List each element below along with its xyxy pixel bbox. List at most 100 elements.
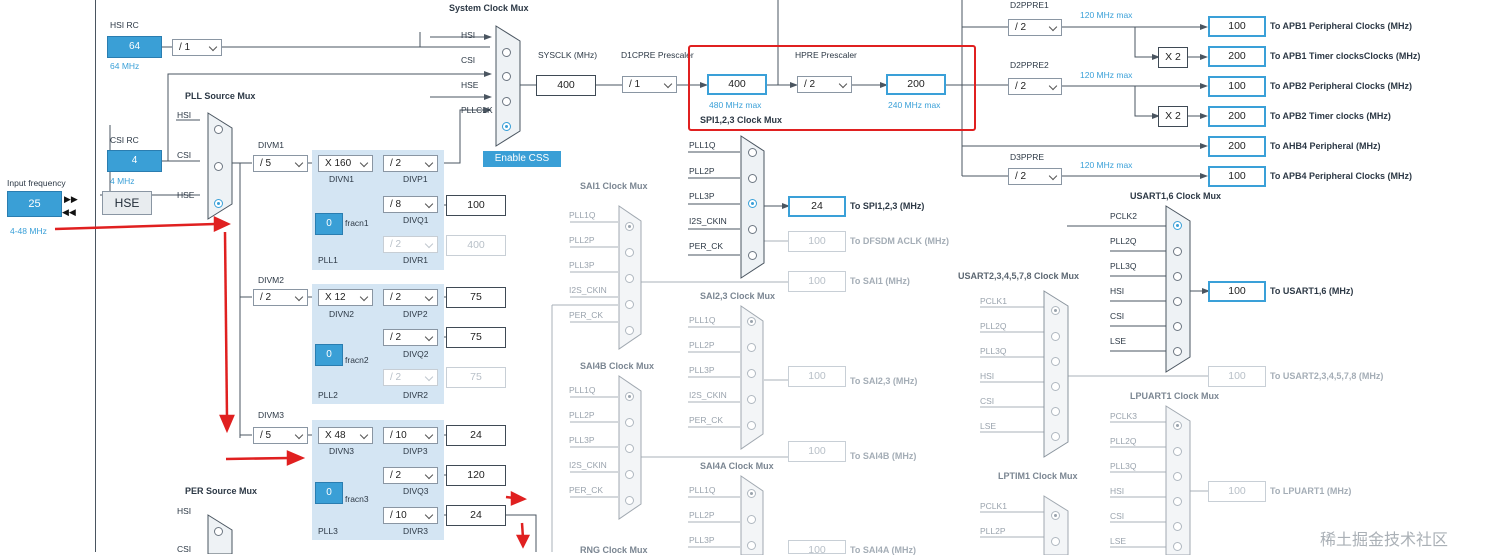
input-frequency-value[interactable]: 25 bbox=[7, 191, 62, 217]
csi-rc-label: CSI RC bbox=[110, 135, 139, 145]
sai23-mux-radio-0[interactable] bbox=[747, 317, 756, 326]
divm2-select[interactable]: / 2 bbox=[253, 289, 308, 306]
sai4a-mux-radio-1[interactable] bbox=[747, 515, 756, 524]
apb1-periph-label: To APB1 Peripheral Clocks (MHz) bbox=[1270, 21, 1413, 31]
csi-rc-value[interactable]: 4 bbox=[107, 150, 162, 172]
d2ppre2-label: D2PPRE2 bbox=[1010, 60, 1049, 70]
sai4b-mux-radio-3[interactable] bbox=[625, 470, 634, 479]
divq3-select[interactable]: / 2 bbox=[383, 467, 438, 484]
divp3-select[interactable]: / 10 bbox=[383, 427, 438, 444]
divr1-select[interactable]: / 2 bbox=[383, 236, 438, 253]
sai1-mux-radio-0[interactable] bbox=[625, 222, 634, 231]
lpuart-mux-item-1: PLL2Q bbox=[1110, 436, 1137, 446]
usart16-mux-radio-4[interactable] bbox=[1173, 322, 1182, 331]
usart16-mux-radio-3[interactable] bbox=[1173, 297, 1182, 306]
sai1-mux-radio-2[interactable] bbox=[625, 274, 634, 283]
pll-mux-csi-radio[interactable] bbox=[214, 162, 223, 171]
usart2-mux-radio-4[interactable] bbox=[1051, 407, 1060, 416]
pll1-name: PLL1 bbox=[318, 255, 338, 265]
highlight-frame bbox=[688, 45, 976, 131]
d1cpre-select[interactable]: / 1 bbox=[622, 76, 677, 93]
usart2-mux-radio-5[interactable] bbox=[1051, 432, 1060, 441]
spi-mux-radio-3[interactable] bbox=[748, 225, 757, 234]
divr3-select[interactable]: / 10 bbox=[383, 507, 438, 524]
sai1-mux-radio-3[interactable] bbox=[625, 300, 634, 309]
enable-css-button[interactable]: Enable CSS bbox=[483, 151, 561, 167]
usart16-mux-radio-0[interactable] bbox=[1173, 221, 1182, 230]
divm1-select[interactable]: / 5 bbox=[253, 155, 308, 172]
divn2-select[interactable]: X 12 bbox=[318, 289, 373, 306]
lpuart-mux-radio-0[interactable] bbox=[1173, 421, 1182, 430]
fracn2-value[interactable]: 0 bbox=[315, 344, 343, 366]
apb1-timer-label: To APB1 Timer clocksClocks (MHz) bbox=[1270, 51, 1421, 61]
lpuart-mux-radio-3[interactable] bbox=[1173, 497, 1182, 506]
usart16-mux-radio-5[interactable] bbox=[1173, 347, 1182, 356]
sai4b-mux-radio-4[interactable] bbox=[625, 496, 634, 505]
sai23-mux-item-1: PLL2P bbox=[689, 340, 715, 350]
sai4b-mux-radio-1[interactable] bbox=[625, 418, 634, 427]
lptim-mux-radio-0[interactable] bbox=[1051, 511, 1060, 520]
pll-source-mux-title: PLL Source Mux bbox=[185, 91, 256, 101]
sysmux-hsi-radio[interactable] bbox=[502, 48, 511, 57]
lpuart-mux-radio-2[interactable] bbox=[1173, 472, 1182, 481]
sai4b-mux-radio-0[interactable] bbox=[625, 392, 634, 401]
sai1-mux-radio-1[interactable] bbox=[625, 248, 634, 257]
divq2-label: DIVQ2 bbox=[403, 349, 429, 359]
divm3-select[interactable]: / 5 bbox=[253, 427, 308, 444]
divp1-select[interactable]: / 2 bbox=[383, 155, 438, 172]
sai23-mux-radio-3[interactable] bbox=[747, 395, 756, 404]
fracn3-value[interactable]: 0 bbox=[315, 482, 343, 504]
sai23-mux-radio-4[interactable] bbox=[747, 421, 756, 430]
sysmux-pllclk-radio[interactable] bbox=[502, 122, 511, 131]
per-source-mux-title: PER Source Mux bbox=[185, 486, 258, 496]
sai23-label: To SAI2,3 (MHz) bbox=[850, 376, 918, 386]
fracn1-value[interactable]: 0 bbox=[315, 213, 343, 235]
sysmux-hse-radio[interactable] bbox=[502, 97, 511, 106]
lpuart-mux-radio-5[interactable] bbox=[1173, 542, 1182, 551]
spi-mux-radio-1[interactable] bbox=[748, 174, 757, 183]
lptim-mux-item-1: PLL2P bbox=[980, 526, 1006, 536]
d2ppre1-select[interactable]: / 2 bbox=[1008, 19, 1062, 36]
hsi-rc-value[interactable]: 64 bbox=[107, 36, 162, 58]
hpre-max: 240 MHz max bbox=[888, 100, 941, 110]
divn3-select[interactable]: X 48 bbox=[318, 427, 373, 444]
per-mux-hsi-radio[interactable] bbox=[214, 527, 223, 536]
sai23-mux-radio-2[interactable] bbox=[747, 369, 756, 378]
lptim-mux-radio-1[interactable] bbox=[1051, 537, 1060, 546]
sysmux-hsi-label: HSI bbox=[461, 30, 476, 40]
divr2-select[interactable]: / 2 bbox=[383, 369, 438, 386]
usart2-mux-radio-3[interactable] bbox=[1051, 382, 1060, 391]
d3ppre-select[interactable]: / 2 bbox=[1008, 168, 1062, 185]
hse-block[interactable]: HSE bbox=[102, 191, 152, 215]
usart2-mux-radio-1[interactable] bbox=[1051, 332, 1060, 341]
sai4a-mux-radio-2[interactable] bbox=[747, 541, 756, 550]
usart2-mux-radio-2[interactable] bbox=[1051, 357, 1060, 366]
hpre-select[interactable]: / 2 bbox=[797, 76, 852, 93]
pll-mux-hsi-radio[interactable] bbox=[214, 125, 223, 134]
lpuart-mux-radio-4[interactable] bbox=[1173, 522, 1182, 531]
usart16-mux-radio-1[interactable] bbox=[1173, 247, 1182, 256]
divq1-output: 100 bbox=[446, 195, 506, 216]
sai4a-mux-radio-0[interactable] bbox=[747, 489, 756, 498]
d2ppre2-select[interactable]: / 2 bbox=[1008, 78, 1062, 95]
divq2-select[interactable]: / 2 bbox=[383, 329, 438, 346]
divp1-label: DIVP1 bbox=[403, 174, 428, 184]
sysmux-csi-radio[interactable] bbox=[502, 72, 511, 81]
hsi-divider-select[interactable]: / 1 bbox=[172, 39, 222, 56]
usart16-mux-radio-2[interactable] bbox=[1173, 272, 1182, 281]
lpuart-mux-radio-1[interactable] bbox=[1173, 447, 1182, 456]
sai1-mux-item-3: I2S_CKIN bbox=[569, 285, 607, 295]
divq1-select[interactable]: / 8 bbox=[383, 196, 438, 213]
divr1-label: DIVR1 bbox=[403, 255, 429, 265]
sai23-mux-radio-1[interactable] bbox=[747, 343, 756, 352]
spi-mux-radio-0[interactable] bbox=[748, 148, 757, 157]
divn1-select[interactable]: X 160 bbox=[318, 155, 373, 172]
spi-mux-radio-4[interactable] bbox=[748, 251, 757, 260]
usart2-mux-radio-0[interactable] bbox=[1051, 306, 1060, 315]
sai4b-mux-radio-2[interactable] bbox=[625, 444, 634, 453]
divp2-select[interactable]: / 2 bbox=[383, 289, 438, 306]
sai1-mux-radio-4[interactable] bbox=[625, 326, 634, 335]
pll-mux-hse-radio[interactable] bbox=[214, 199, 223, 208]
spi-mux-radio-2[interactable] bbox=[748, 199, 757, 208]
ahb4-value: 200 bbox=[1208, 136, 1266, 157]
